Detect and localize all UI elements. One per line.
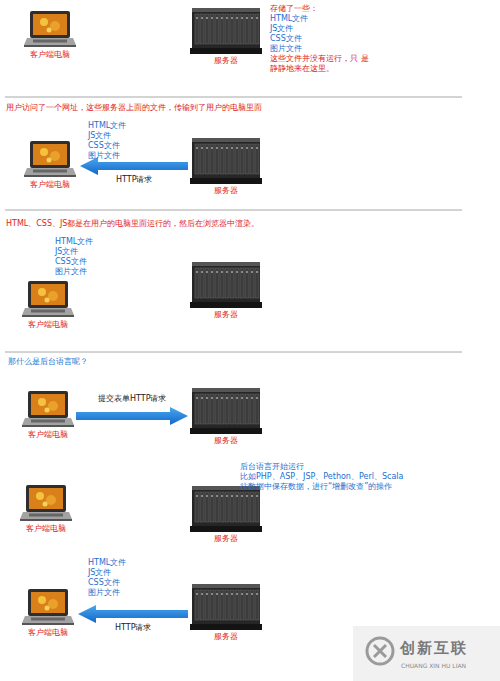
arrow-label: 提交表单HTTP请求 — [96, 394, 168, 404]
note-text: 那什么是后台语言呢？ — [8, 357, 88, 367]
note-text: 往数据中保存数据，进行“增删改查”的操作 — [240, 482, 392, 492]
note-text: HTML文件 — [270, 14, 308, 24]
laptop-icon — [22, 588, 74, 626]
server-machine: 服务器 — [190, 584, 262, 642]
client-computer: 客户端电脑 — [22, 588, 74, 638]
node-caption: 服务器 — [190, 534, 262, 544]
note-text: HTML文件 — [88, 558, 126, 568]
client-computer: 客户端电脑 — [20, 484, 72, 534]
note-text: JS文件 — [88, 568, 111, 578]
node-caption: 服务器 — [190, 310, 262, 320]
server-machine: 服务器 — [190, 486, 262, 544]
laptop-icon — [24, 10, 76, 48]
note-text: CSS文件 — [270, 34, 302, 44]
node-caption: 客户端电脑 — [22, 430, 74, 440]
server-machine: 服务器 — [190, 8, 262, 66]
server-machine: 服务器 — [190, 388, 262, 446]
note-text: 用户访问了一个网址，这些服务器上面的文件，传输到了用户的电脑里面 — [6, 103, 262, 113]
server-machine: 服务器 — [190, 138, 262, 196]
node-caption: 客户端电脑 — [22, 628, 74, 638]
node-caption: 服务器 — [190, 632, 262, 642]
server-machine: 服务器 — [190, 262, 262, 320]
arrow-label: HTTP请求 — [114, 175, 154, 185]
laptop-icon — [22, 280, 74, 318]
watermark-logo — [374, 645, 386, 657]
laptop-icon — [22, 390, 74, 428]
note-text: JS文件 — [270, 24, 293, 34]
node-caption: 客户端电脑 — [24, 180, 76, 190]
server-icon — [190, 262, 262, 308]
separator-line — [5, 352, 462, 353]
server-icon — [190, 486, 262, 532]
note-text: CSS文件 — [88, 141, 120, 151]
note-text: 后台语言开始运行 — [240, 462, 304, 472]
note-text: HTML文件 — [88, 121, 126, 131]
note-text: 图片文件 — [270, 44, 302, 54]
http-arrow — [76, 407, 188, 425]
laptop-icon — [24, 140, 76, 178]
server-icon — [190, 584, 262, 630]
client-computer: 客户端电脑 — [22, 390, 74, 440]
note-text: 图片文件 — [88, 588, 120, 598]
server-icon — [190, 388, 262, 434]
arrow-label: HTTP请求 — [113, 623, 153, 633]
note-text: CSS文件 — [88, 578, 120, 588]
laptop-icon — [20, 484, 72, 522]
separator-line — [5, 210, 462, 211]
watermark-logo — [367, 638, 393, 664]
note-text: HTML文件 — [55, 237, 93, 247]
node-caption: 服务器 — [190, 56, 262, 66]
note-text: 存储了一些： — [270, 4, 318, 14]
note-text: JS文件 — [55, 247, 78, 257]
note-text: HTML、CSS、JS都是在用户的电脑里面运行的，然后在浏览器中渲染。 — [6, 219, 259, 229]
server-icon — [190, 8, 262, 54]
watermark-text: CHUANG XIN HU LIAN — [401, 662, 466, 670]
server-icon — [190, 138, 262, 184]
client-computer: 客户端电脑 — [24, 140, 76, 190]
separator-line — [5, 97, 462, 98]
http-arrow — [78, 605, 188, 623]
watermark-panel — [353, 626, 500, 681]
node-caption: 服务器 — [190, 186, 262, 196]
note-text: 图片文件 — [88, 151, 120, 161]
note-text: 这些文件并没有运行，只 是静静地来在这里。 — [270, 54, 370, 74]
note-text: JS文件 — [88, 131, 111, 141]
client-computer: 客户端电脑 — [22, 280, 74, 330]
note-text: 图片文件 — [55, 267, 87, 277]
note-text: CSS文件 — [55, 257, 87, 267]
node-caption: 客户端电脑 — [24, 50, 76, 60]
client-computer: 客户端电脑 — [24, 10, 76, 60]
watermark-text: 创新互联 — [400, 640, 468, 657]
node-caption: 客户端电脑 — [22, 320, 74, 330]
note-text: 比如PHP、ASP、JSP、Pethon、Perl、Scala — [240, 472, 403, 482]
node-caption: 客户端电脑 — [20, 524, 72, 534]
node-caption: 服务器 — [190, 436, 262, 446]
